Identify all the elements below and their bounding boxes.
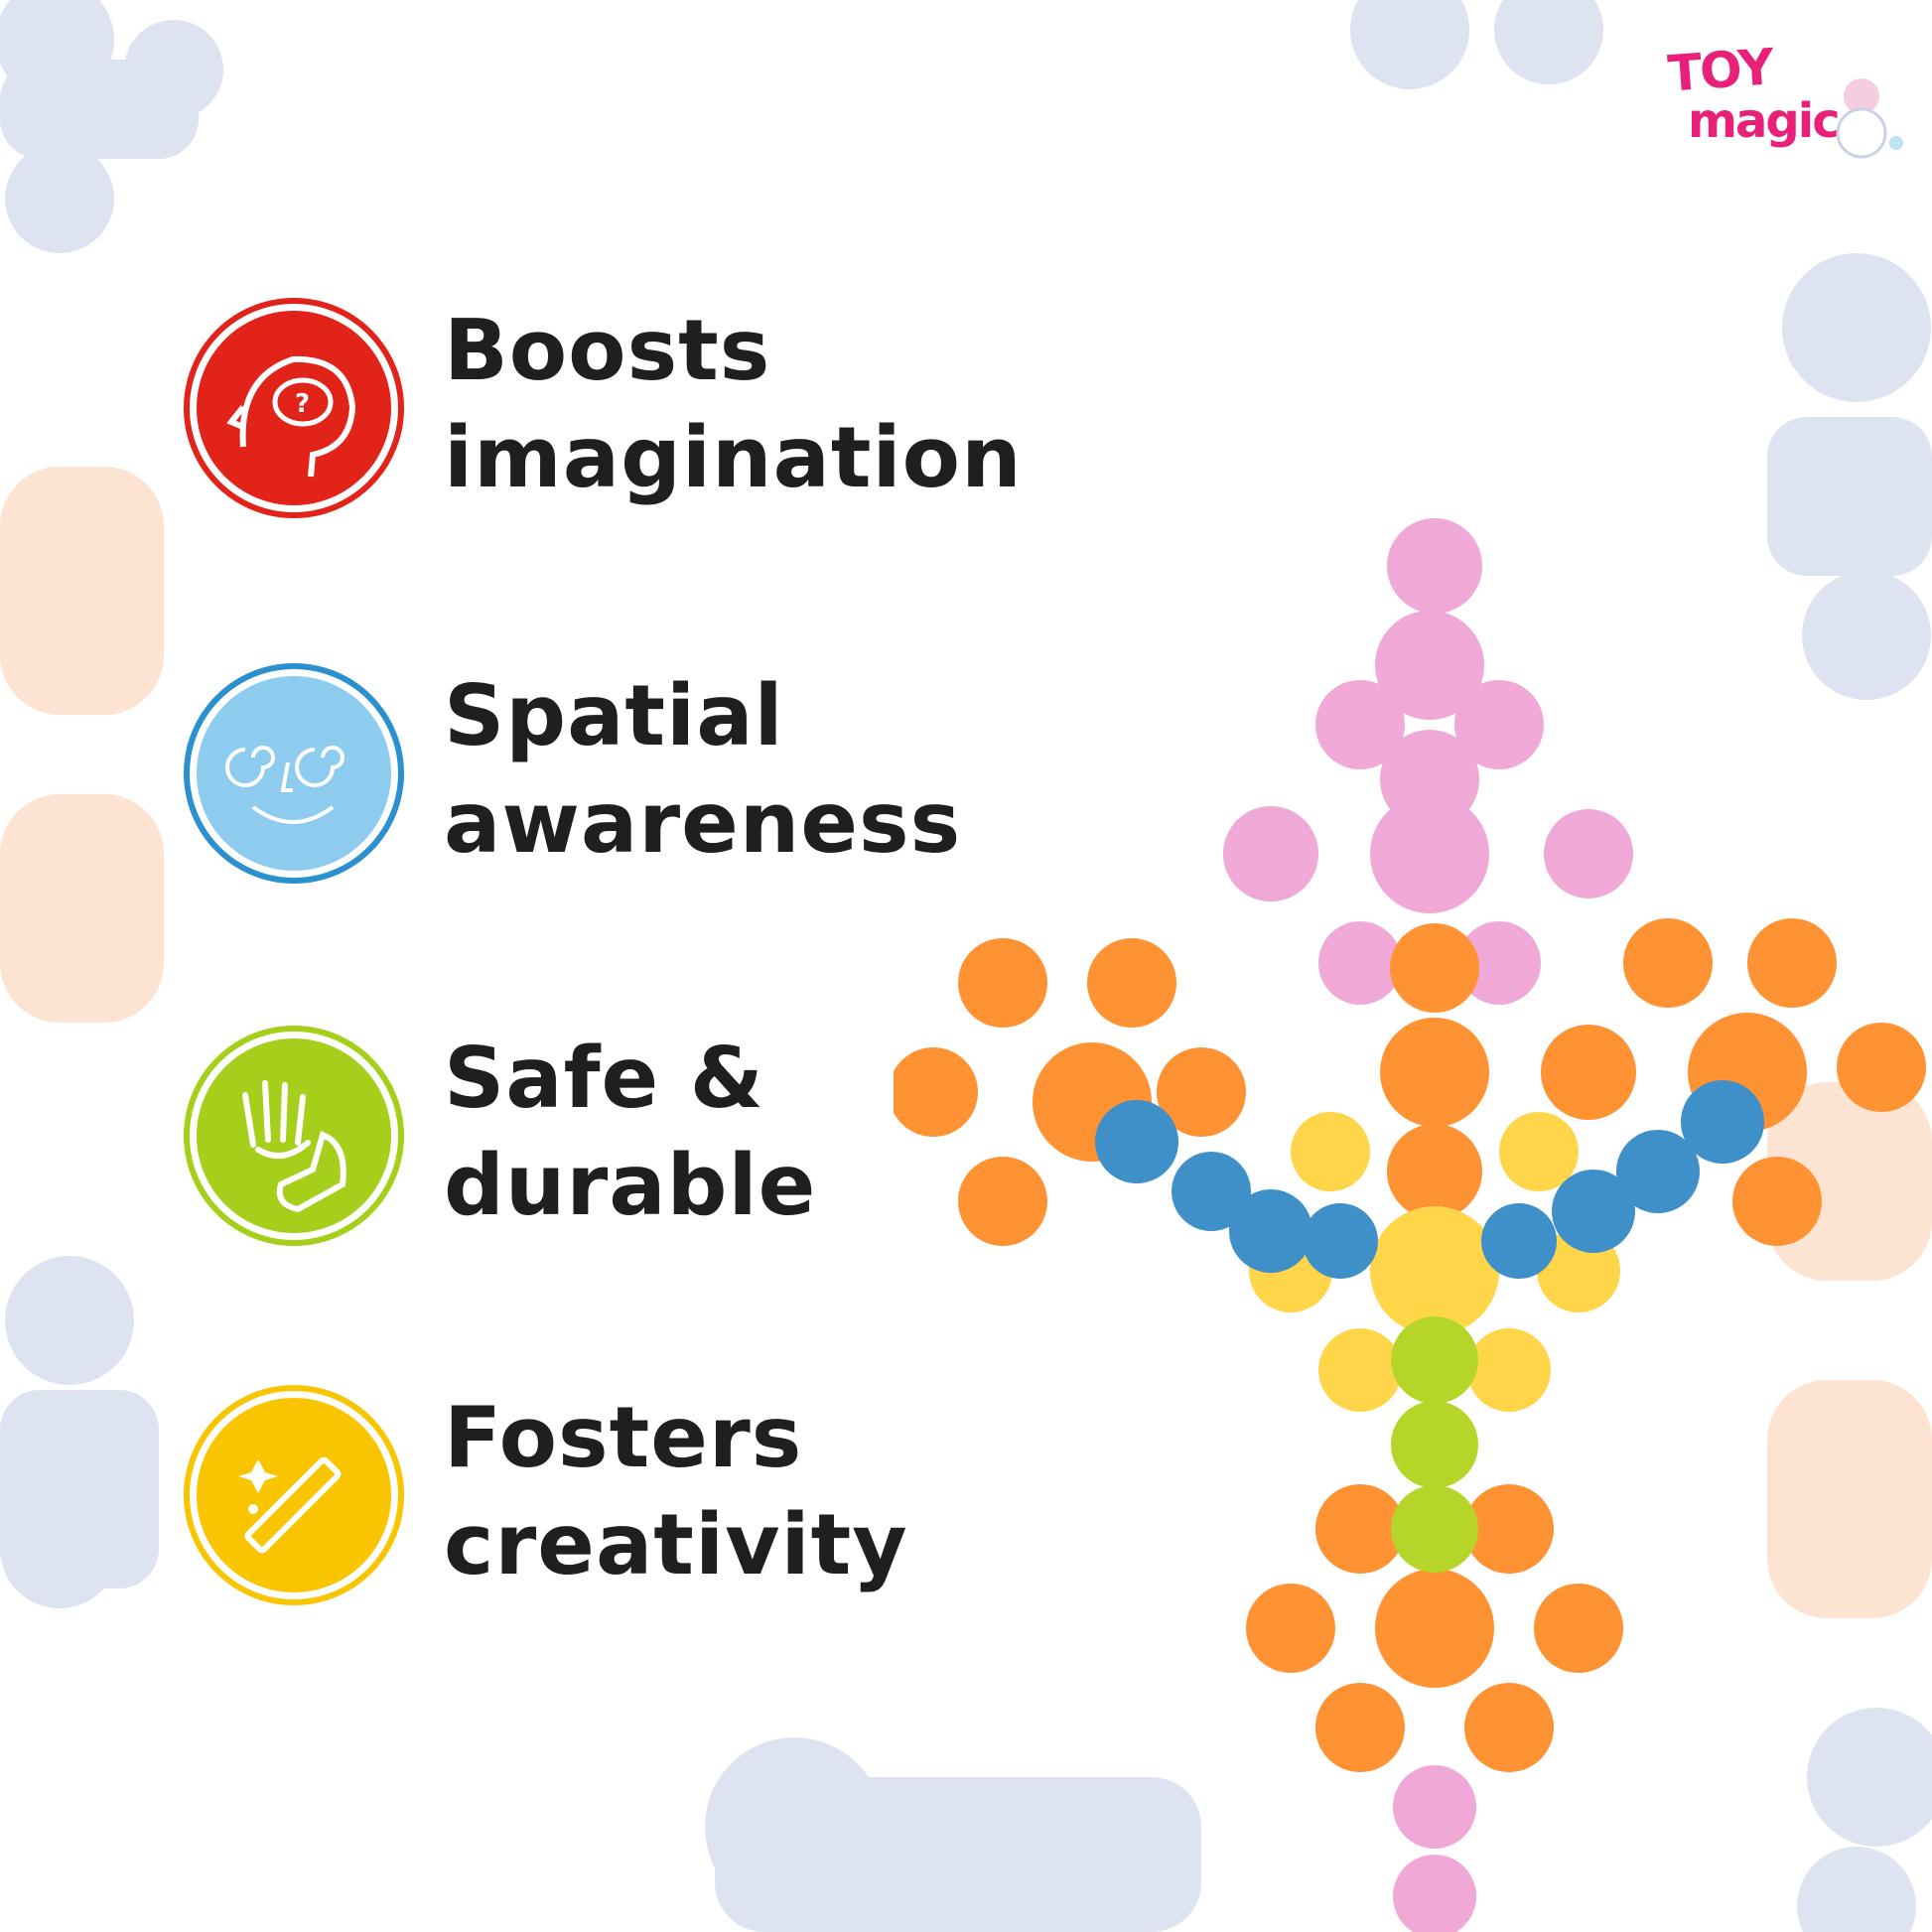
feature-title-line1: Safe & xyxy=(444,1030,764,1128)
svg-text:?: ? xyxy=(295,389,310,419)
feature-title-line2: awareness xyxy=(444,774,962,873)
brand-logo: TOY magic xyxy=(1666,38,1906,161)
orange-pieces xyxy=(894,918,1926,1772)
pale-peach-pieces xyxy=(0,467,1932,1618)
hand-and-foot-icon xyxy=(184,1026,404,1246)
feature-title-line2: imagination xyxy=(444,409,1023,507)
feature-boosts-imagination: ? Boosts imagination xyxy=(184,298,1077,526)
blue-chain xyxy=(1095,1080,1764,1279)
feature-title-line2: durable xyxy=(444,1137,817,1235)
logo-text-magic: magic xyxy=(1688,93,1841,149)
feature-text: Boosts imagination xyxy=(444,298,1023,512)
feature-text: Spatial awareness xyxy=(444,663,961,878)
feature-fosters-creativity: Fosters creativity xyxy=(184,1385,1077,1613)
feature-text: Fosters creativity xyxy=(444,1385,908,1599)
feature-title-line1: Spatial xyxy=(444,667,784,765)
feature-title-line2: creativity xyxy=(444,1496,908,1594)
feature-title-line1: Boosts xyxy=(444,302,771,400)
star-blocks-toy-image xyxy=(894,518,1926,1932)
snowman-mascot-icon xyxy=(1836,78,1903,159)
feature-spatial-awareness: Spatial awareness xyxy=(184,663,1077,892)
pink-piece xyxy=(1223,518,1633,1932)
green-pieces xyxy=(1391,1316,1478,1573)
dizzy-face-icon xyxy=(184,663,404,884)
feature-text: Safe & durable xyxy=(444,1026,816,1240)
feature-title-line1: Fosters xyxy=(444,1389,803,1487)
head-thinking-icon: ? xyxy=(184,298,404,518)
feature-safe-durable: Safe & durable xyxy=(184,1026,1077,1254)
magic-wand-icon xyxy=(184,1385,404,1605)
